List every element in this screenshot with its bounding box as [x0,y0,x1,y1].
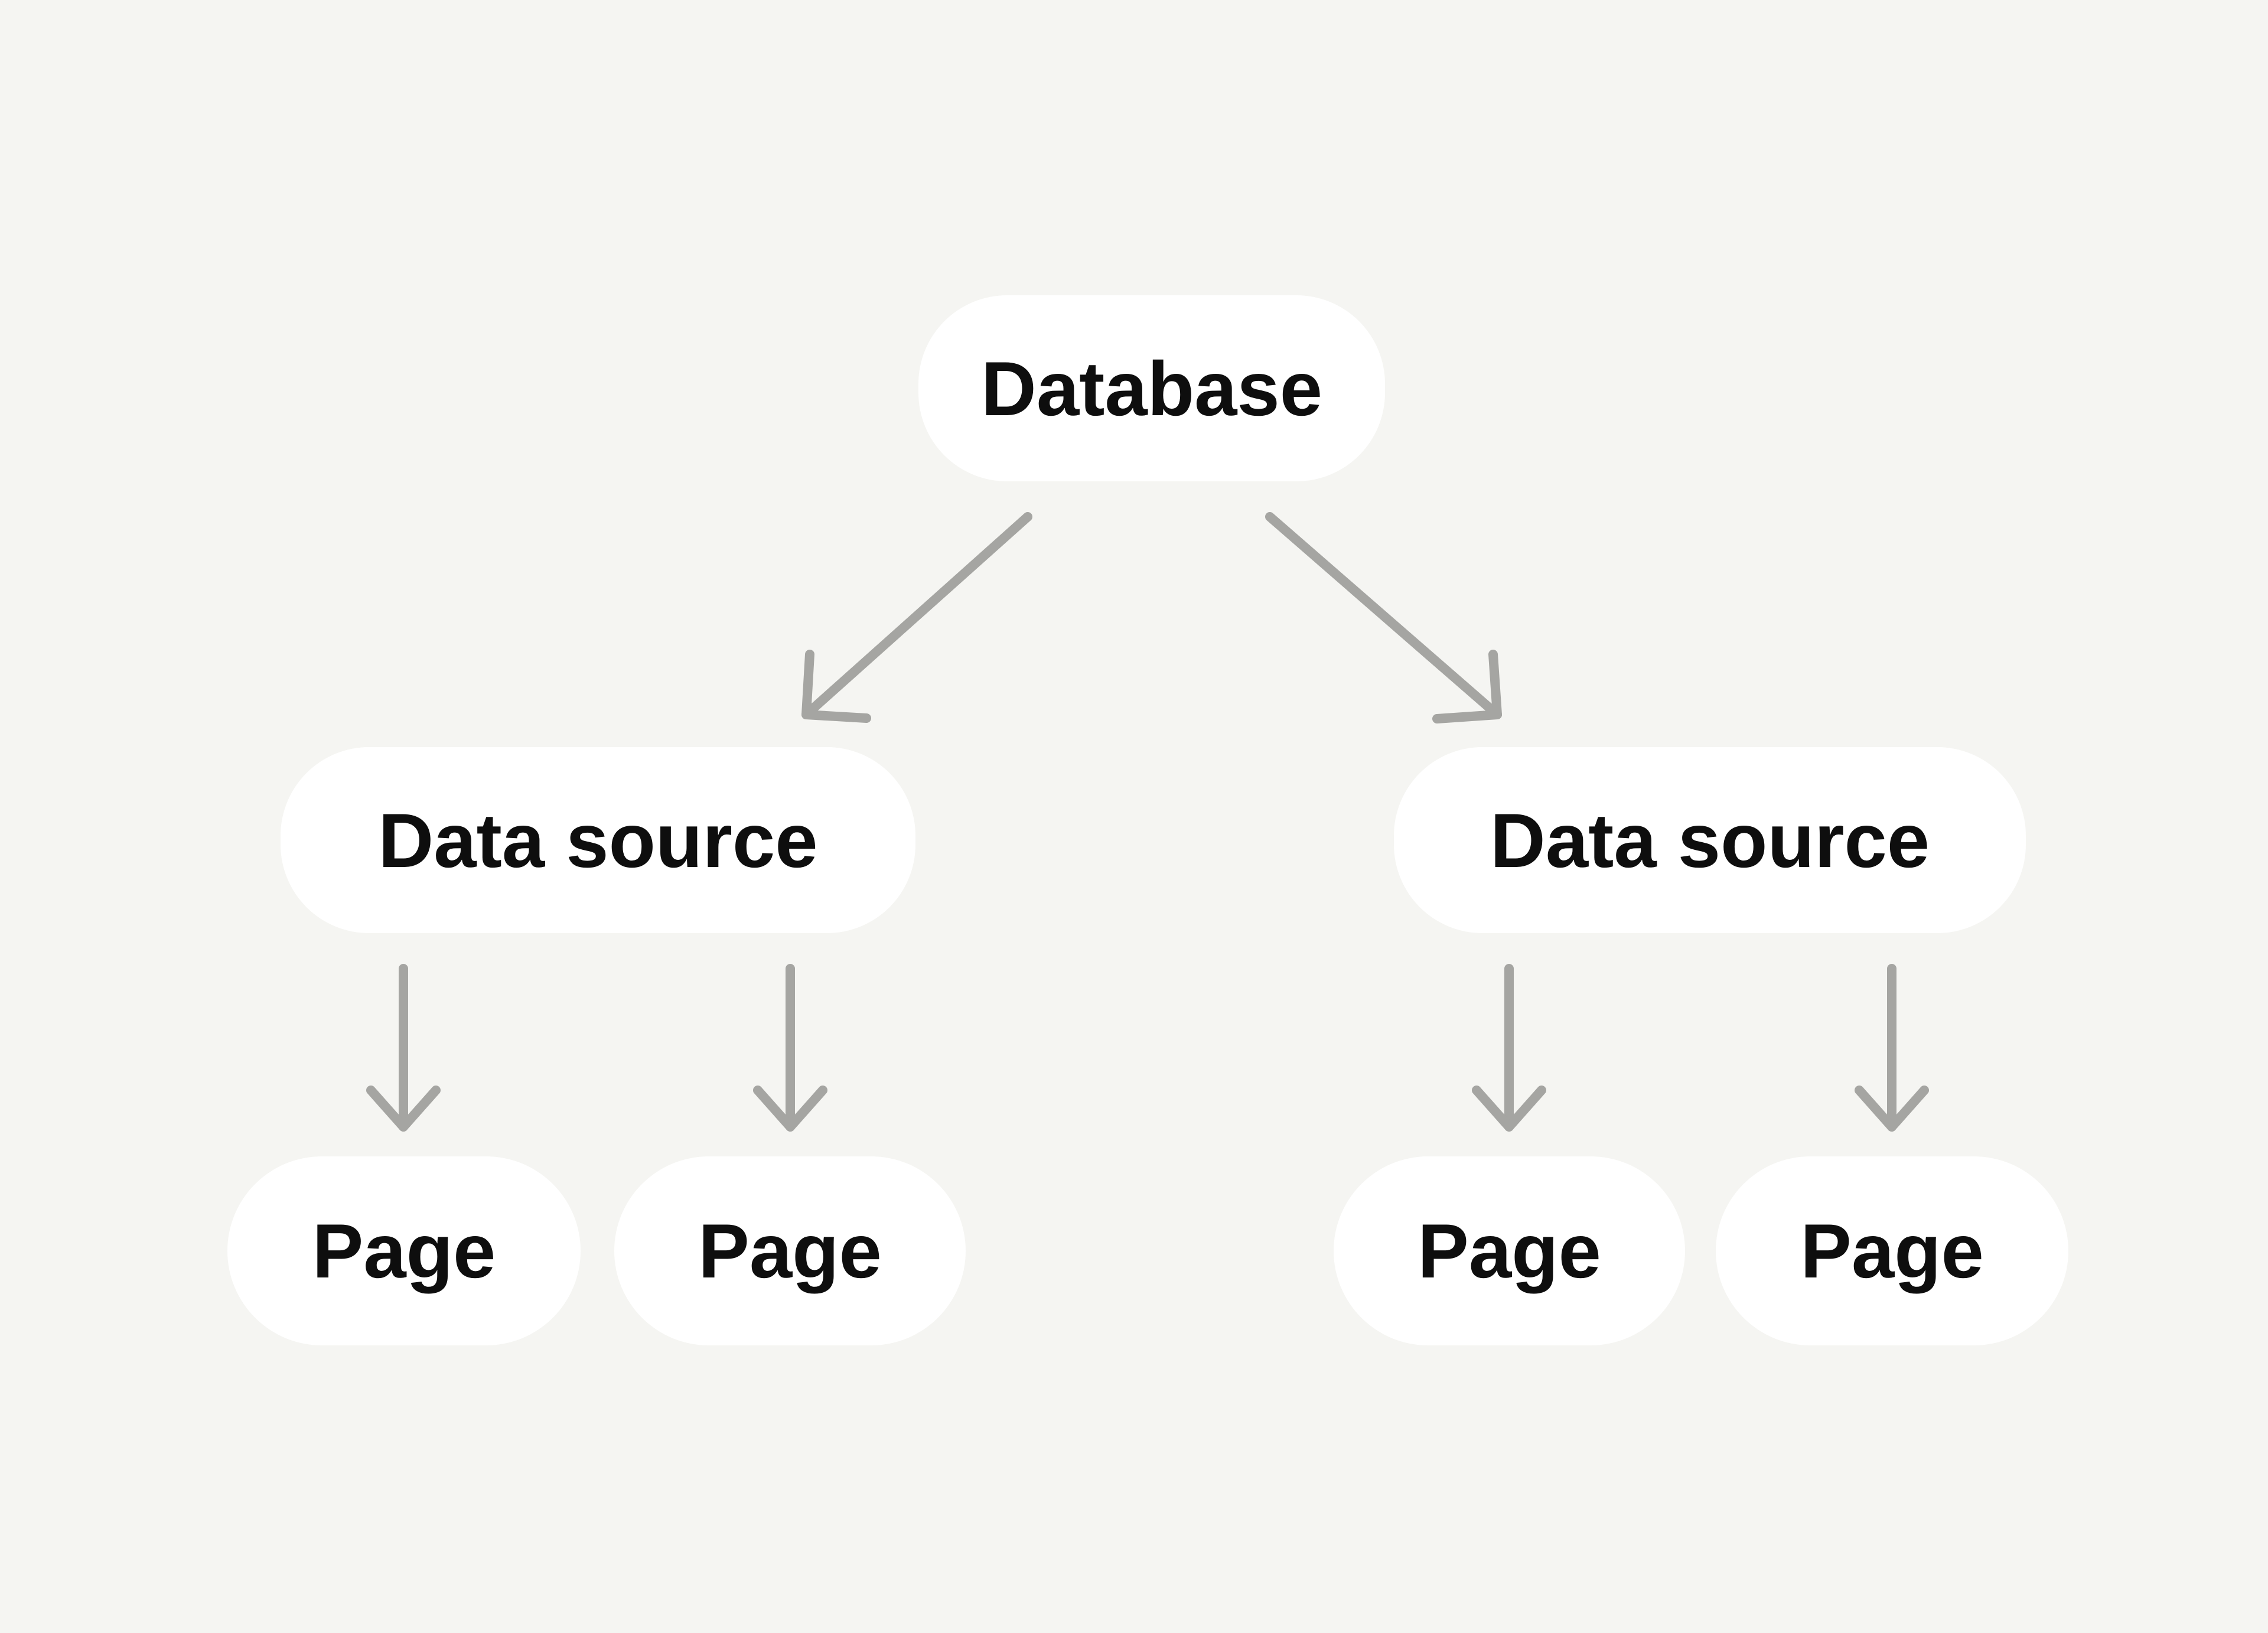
node-data-source-right: Data source [1394,747,2026,933]
edge-data-source-left-to-page-2 [753,964,827,1132]
arrow-head-icon [801,650,871,723]
edge-database-to-data-source-right [1265,512,1502,723]
node-page-2-label: Page [698,1208,882,1294]
edge-data-source-right-to-page-4 [1855,964,1929,1132]
node-page-4-label: Page [1800,1208,1984,1294]
edge-database-to-data-source-left [801,512,1032,723]
arrow-head-icon [1855,1086,1929,1132]
node-data-source-left-label: Data source [378,797,818,884]
node-data-source-left: Data source [281,747,915,933]
edge-data-source-right-to-page-3 [1472,964,1546,1132]
node-page-4: Page [1716,1156,2068,1345]
node-page-3: Page [1334,1156,1685,1345]
node-page-3-label: Page [1418,1208,1601,1294]
node-page-2: Page [614,1156,966,1345]
node-page-1-label: Page [312,1208,496,1294]
arrow-head-icon [366,1086,441,1132]
arrow-shaft [1265,512,1502,719]
node-data-source-right-label: Data source [1490,797,1930,884]
arrow-shaft [801,512,1032,719]
arrow-head-icon [753,1086,827,1132]
arrow-head-icon [1472,1086,1546,1132]
edge-data-source-left-to-page-1 [366,964,441,1132]
node-page-1: Page [227,1156,581,1345]
node-database: Database [918,295,1385,481]
node-database-label: Database [980,345,1323,432]
arrow-head-icon [1432,650,1502,723]
